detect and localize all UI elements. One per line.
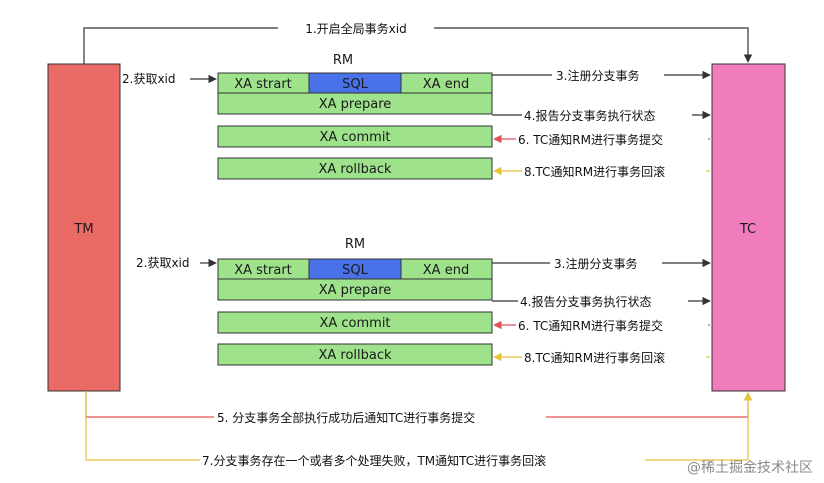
xa-commit-label: XA commit — [319, 316, 390, 331]
tc-commit-label: 6. TC通知RM进行事务提交 — [518, 318, 663, 333]
tc-label: TC — [739, 222, 756, 237]
rm-group-2: RM 2.获取xid XA strart SQL XA end XA prepa… — [136, 237, 711, 366]
xa-end-label: XA end — [423, 263, 469, 278]
tc-commit-label: 6. TC通知RM进行事务提交 — [518, 132, 663, 147]
xa-rollback-label: XA rollback — [318, 348, 392, 363]
xa-rollback-box — [217, 343, 493, 366]
commit-all-label: 5. 分支事务全部执行成功后通知TC进行事务提交 — [217, 410, 475, 425]
xa-commit-box — [217, 311, 493, 334]
begin-global-label: 1.开启全局事务xid — [305, 21, 407, 36]
xa-start-label: XA strart — [234, 263, 292, 278]
register-label: 3.注册分支事务 — [554, 256, 637, 271]
report-label: 4.报告分支事务执行状态 — [524, 108, 655, 123]
xa-commit-box — [217, 125, 493, 148]
rollback-any-arrow — [85, 391, 753, 461]
get-xid-label: 2.获取xid — [122, 72, 176, 86]
tc-box — [711, 63, 786, 392]
xa-prepare-label: XA prepare — [319, 283, 392, 298]
rm-group-1: RM 2.获取xid XA strart SQL XA end XA prepa… — [122, 53, 711, 180]
watermark: @稀土掘金技术社区 — [687, 460, 813, 476]
rm-title: RM — [333, 53, 353, 68]
xa-rollback-label: XA rollback — [318, 162, 392, 177]
xa-end-label: XA end — [423, 77, 469, 92]
sql-label: SQL — [342, 263, 368, 278]
xa-prepare-box — [217, 278, 493, 301]
xa-prepare-box — [217, 92, 493, 115]
get-xid-label: 2.获取xid — [136, 256, 190, 270]
rollback-any-label: 7.分支事务存在一个或者多个处理失败，TM通知TC进行事务回滚 — [202, 453, 546, 468]
tm-box — [47, 63, 121, 392]
rm-title: RM — [345, 237, 365, 252]
xa-prepare-label: XA prepare — [319, 97, 392, 112]
sql-label: SQL — [342, 77, 368, 92]
xa-start-label: XA strart — [234, 77, 292, 92]
xa-commit-label: XA commit — [319, 130, 390, 145]
xa-rollback-box — [217, 157, 493, 180]
register-label: 3.注册分支事务 — [556, 68, 639, 83]
tc-rollback-label: 8.TC通知RM进行事务回滚 — [524, 350, 665, 365]
report-label: 4.报告分支事务执行状态 — [520, 294, 651, 309]
tm-label: TM — [73, 222, 93, 237]
tc-rollback-label: 8.TC通知RM进行事务回滚 — [524, 164, 665, 179]
